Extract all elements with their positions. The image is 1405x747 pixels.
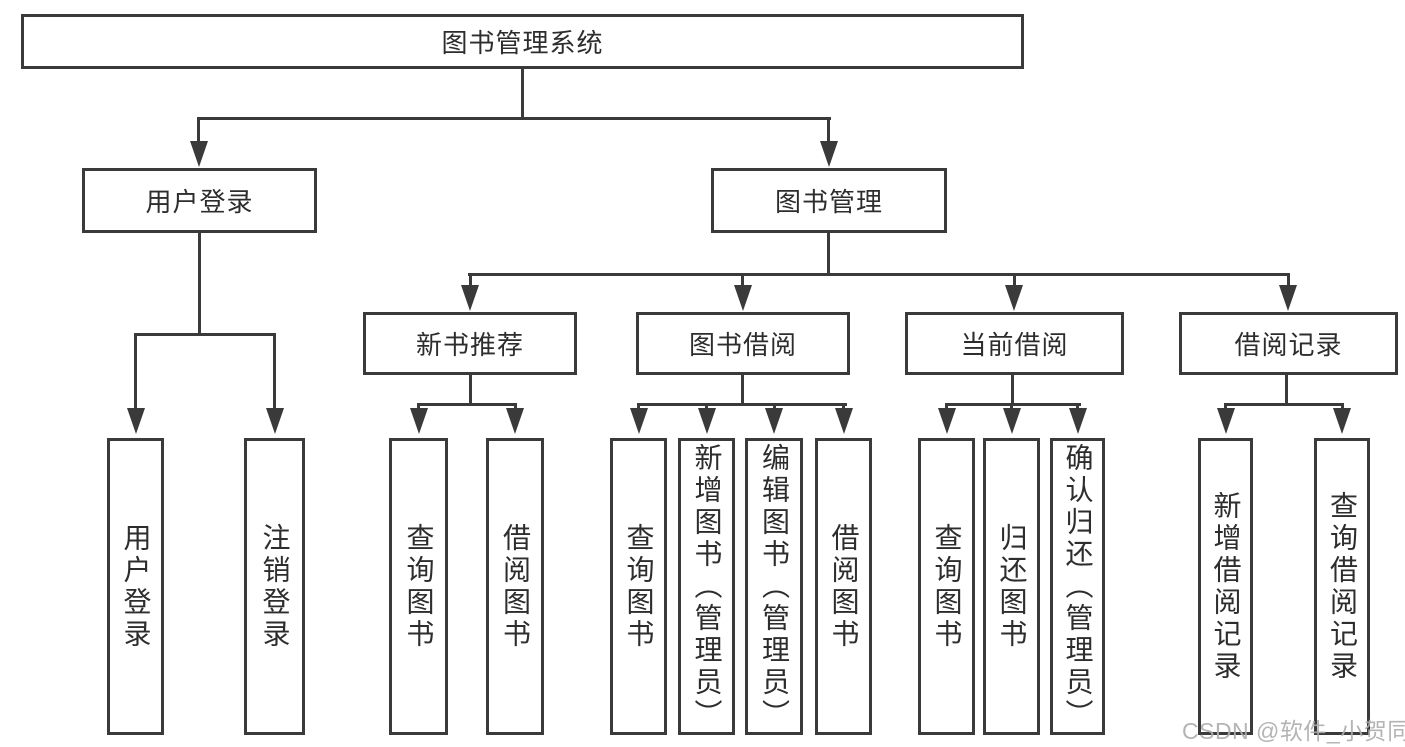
leaf-return-books-label: 归还图书 [996, 522, 1028, 651]
leaf-add-borrow-record-label: 新增借阅记录 [1210, 490, 1242, 683]
arrowhead-down-icon [698, 408, 716, 434]
connector-line [1224, 403, 1344, 406]
node-book-borrowing-label: 图书借阅 [688, 330, 797, 360]
connector-line [468, 273, 1290, 276]
arrowhead-down-icon [820, 141, 838, 167]
connector-line [198, 232, 201, 336]
leaf-confirm-return-admin-label: 确认归还（管理员） [1062, 442, 1094, 731]
leaf-user-login: 用户登录 [107, 438, 164, 735]
connector-line [417, 403, 516, 406]
connector-line [705, 403, 708, 411]
node-root: 图书管理系统 [21, 14, 1024, 69]
leaf-query-books-current-label: 查询图书 [931, 522, 963, 651]
connector-line [637, 403, 847, 406]
connector-line [1011, 375, 1014, 406]
arrowhead-down-icon [127, 408, 145, 434]
node-book-management: 图书管理 [711, 168, 947, 233]
node-book-borrowing: 图书借阅 [636, 312, 850, 375]
arrowhead-down-icon [1069, 408, 1087, 434]
leaf-confirm-return-admin: 确认归还（管理员） [1050, 438, 1105, 735]
node-new-book-recommendation: 新书推荐 [363, 312, 577, 375]
leaf-query-books-recommend-label: 查询图书 [403, 522, 435, 651]
connector-line [469, 273, 472, 287]
leaf-edit-book-admin: 编辑图书（管理员） [745, 438, 803, 735]
connector-line [1285, 375, 1288, 406]
connector-line [197, 117, 831, 120]
arrowhead-down-icon [266, 408, 284, 434]
arrowhead-down-icon [734, 285, 752, 311]
connector-line [1013, 273, 1016, 287]
leaf-logout-login-label: 注销登录 [259, 522, 291, 651]
arrowhead-down-icon [1333, 408, 1351, 434]
connector-line [521, 68, 524, 120]
connector-line [514, 403, 517, 411]
connector-line [1224, 403, 1227, 411]
leaf-add-borrow-record: 新增借阅记录 [1198, 438, 1253, 735]
connector-line [1076, 403, 1079, 411]
leaf-query-books-borrow-label: 查询图书 [623, 522, 655, 651]
leaf-query-books-recommend: 查询图书 [389, 438, 448, 735]
connector-line [827, 232, 830, 276]
leaf-logout-login: 注销登录 [244, 438, 305, 735]
connector-line [469, 375, 472, 406]
leaf-query-borrow-record: 查询借阅记录 [1314, 438, 1370, 735]
connector-line [842, 403, 845, 411]
connector-line [134, 333, 275, 336]
arrowhead-down-icon [835, 408, 853, 434]
connector-line [945, 403, 948, 411]
connector-line [197, 117, 200, 144]
arrowhead-down-icon [1217, 408, 1235, 434]
node-borrowing-records-label: 借阅记录 [1234, 330, 1343, 360]
leaf-borrow-books-borrow-label: 借阅图书 [828, 522, 860, 651]
connector-line [773, 403, 776, 411]
node-user-login: 用户登录 [82, 168, 317, 233]
arrowhead-down-icon [461, 285, 479, 311]
arrowhead-down-icon [1005, 285, 1023, 311]
connector-line [1341, 403, 1344, 411]
connector-line [945, 403, 1081, 406]
arrowhead-down-icon [1003, 408, 1021, 434]
leaf-user-login-label: 用户登录 [120, 522, 152, 651]
node-new-book-recommendation-label: 新书推荐 [415, 330, 524, 360]
connector-line [134, 333, 137, 410]
connector-line [417, 403, 420, 411]
arrowhead-down-icon [410, 408, 428, 434]
node-user-login-label: 用户登录 [145, 187, 254, 217]
arrowhead-down-icon [630, 408, 648, 434]
node-current-borrowing-label: 当前借阅 [960, 330, 1069, 360]
arrowhead-down-icon [190, 141, 208, 167]
leaf-query-books-current: 查询图书 [918, 438, 975, 735]
leaf-add-book-admin-label: 新增图书（管理员） [691, 442, 723, 731]
node-book-management-label: 图书管理 [774, 187, 883, 217]
leaf-query-borrow-record-label: 查询借阅记录 [1327, 490, 1358, 683]
leaf-borrow-books-recommend: 借阅图书 [486, 438, 544, 735]
connector-line [1010, 403, 1013, 411]
leaf-borrow-books-recommend-label: 借阅图书 [500, 522, 531, 651]
arrowhead-down-icon [1279, 285, 1297, 311]
arrowhead-down-icon [506, 408, 524, 434]
node-current-borrowing: 当前借阅 [905, 312, 1124, 375]
connector-line [741, 273, 744, 287]
connector-line [637, 403, 640, 411]
arrowhead-down-icon [938, 408, 956, 434]
node-borrowing-records: 借阅记录 [1179, 312, 1398, 375]
leaf-return-books: 归还图书 [983, 438, 1040, 735]
connector-line [1287, 273, 1290, 287]
leaf-query-books-borrow: 查询图书 [610, 438, 667, 735]
arrowhead-down-icon [765, 408, 783, 434]
connector-line [827, 117, 830, 144]
watermark: CSDN @软件_小贺同学 [1182, 718, 1405, 744]
leaf-add-book-admin: 新增图书（管理员） [678, 438, 735, 735]
leaf-edit-book-admin-label: 编辑图书（管理员） [759, 442, 790, 731]
connector-line [741, 375, 744, 406]
node-root-label: 图书管理系统 [441, 28, 604, 58]
leaf-borrow-books-borrow: 借阅图书 [815, 438, 872, 735]
connector-line [273, 333, 276, 410]
